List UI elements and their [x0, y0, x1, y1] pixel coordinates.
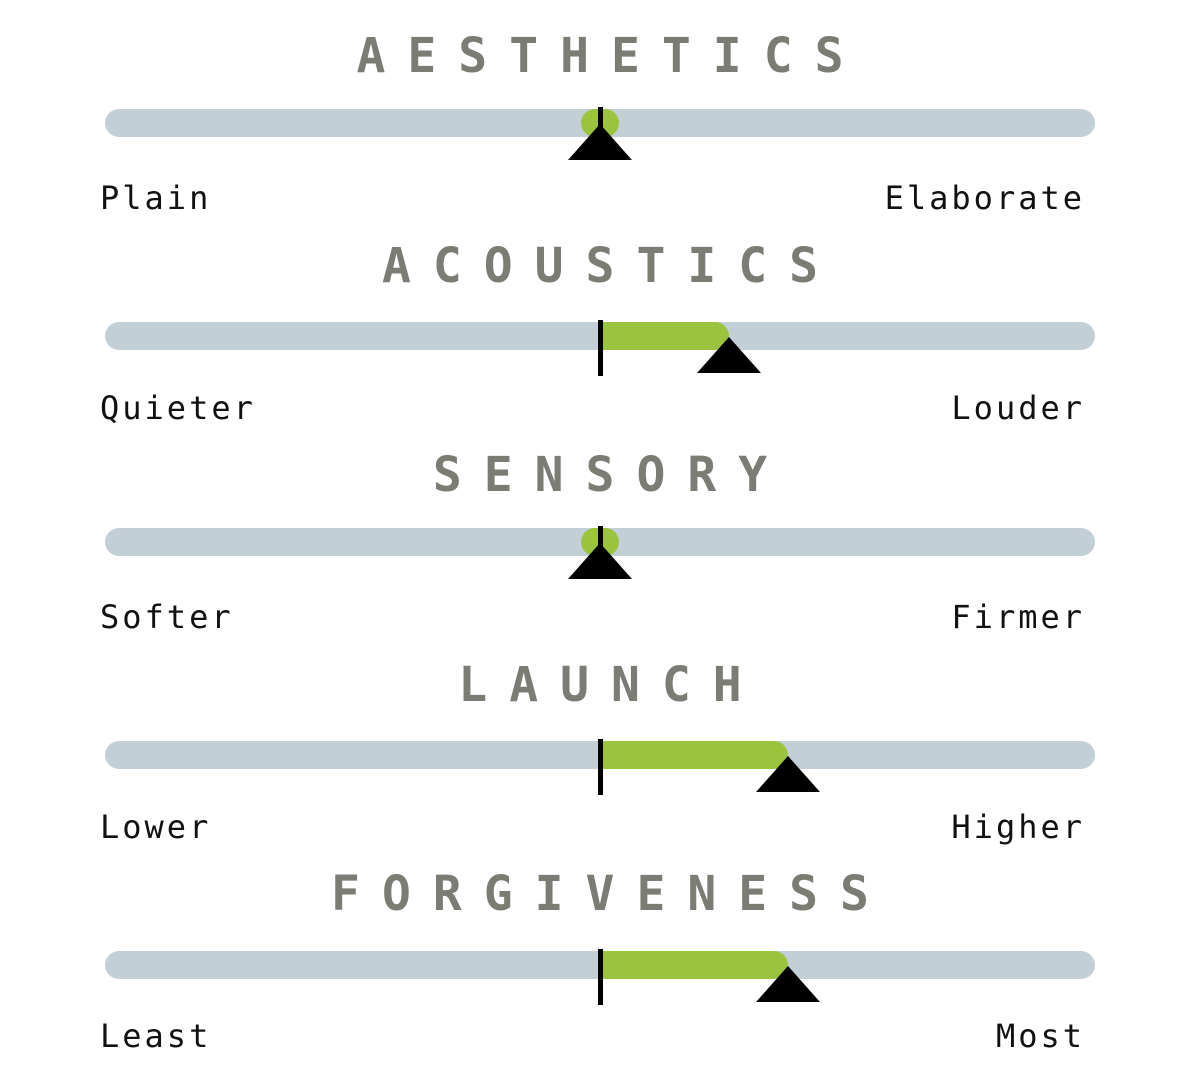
scale-aesthetics: AESTHETICS Plain Elaborate — [0, 28, 1200, 238]
scale-title: AESTHETICS — [356, 28, 866, 84]
scale-left-label: Quieter — [100, 389, 256, 427]
scale-right-label: Higher — [951, 808, 1085, 846]
scale-right-label: Louder — [951, 389, 1085, 427]
scale-forgiveness: FORGIVENESS Least Most — [0, 866, 1200, 1076]
scale-left-label: Plain — [100, 179, 212, 217]
scale-marker-icon[interactable] — [568, 124, 632, 160]
scale-center-line — [597, 739, 603, 795]
scale-left-label: Softer — [100, 598, 234, 636]
scale-center-line — [597, 949, 603, 1005]
scale-title: SENSORY — [432, 447, 790, 503]
scale-center-line — [597, 107, 603, 139]
scale-left-label: Lower — [100, 808, 212, 846]
scale-center-line — [597, 320, 603, 376]
scale-title: ACOUSTICS — [381, 238, 841, 294]
scale-right-label: Most — [995, 1017, 1085, 1055]
scale-sensory: SENSORY Softer Firmer — [0, 447, 1200, 657]
scale-right-label: Elaborate — [884, 179, 1085, 217]
scale-left-label: Least — [100, 1017, 212, 1055]
scale-marker-icon[interactable] — [756, 756, 821, 792]
scale-title: LAUNCH — [458, 657, 764, 713]
scale-launch: LAUNCH Lower Higher — [0, 657, 1200, 867]
scale-marker-icon[interactable] — [568, 543, 632, 579]
scale-title: FORGIVENESS — [331, 866, 891, 922]
scale-marker-icon[interactable] — [696, 337, 761, 373]
scale-right-label: Firmer — [951, 598, 1085, 636]
scale-center-line — [597, 526, 603, 558]
scale-marker-icon[interactable] — [756, 966, 821, 1002]
scale-acoustics: ACOUSTICS Quieter Louder — [0, 238, 1200, 448]
